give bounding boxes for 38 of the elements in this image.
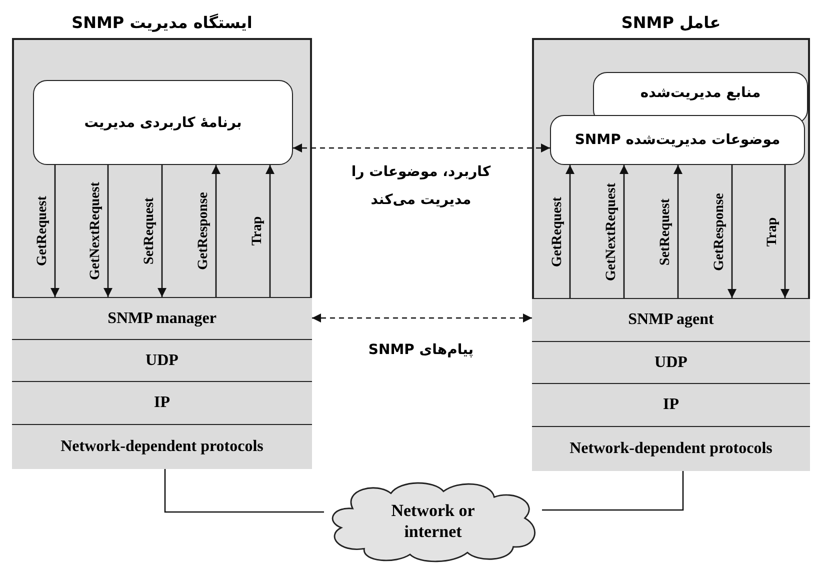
edge-label: Trap (249, 216, 266, 246)
dashed-arrow (293, 144, 550, 152)
arrow (212, 165, 220, 297)
connector-line (164, 469, 324, 513)
box-label: UDP (146, 352, 178, 370)
edge-label: GetNextRequest (87, 182, 104, 280)
box-label: موضوعات مدیریت‌شده SNMP (574, 132, 780, 148)
box-label: Network-dependent protocols (570, 440, 772, 458)
edge-label: GetRequest (34, 196, 51, 266)
station-heading: ایستگاه مدیریت SNMP (70, 12, 254, 34)
arrow (266, 165, 274, 297)
edge-label: SetRequest (141, 198, 158, 264)
box-label: IP (154, 394, 170, 412)
arrow (158, 165, 166, 297)
dashed-arrow (312, 314, 532, 322)
edge-label: Trap (764, 216, 781, 246)
arrow (620, 165, 628, 298)
box-label: UDP (654, 354, 688, 372)
arrow (566, 165, 574, 298)
station-heading: عامل SNMP (620, 12, 722, 34)
box-label: IP (663, 396, 679, 414)
edge-label: GetRequest (549, 196, 566, 266)
box-label: SNMP manager (108, 310, 216, 328)
edge-label: GetNextRequest (603, 182, 620, 280)
cloud-label: Network or internet (390, 500, 476, 542)
connector-line (542, 471, 684, 511)
edge-label: GetResponse (195, 192, 212, 270)
arrow (728, 165, 736, 298)
edge-label: GetResponse (711, 192, 728, 270)
box-label: Network-dependent protocols (60, 438, 264, 456)
edge-label: SetRequest (657, 198, 674, 265)
arrow (780, 165, 790, 298)
arrow (674, 165, 682, 298)
box-label: SNMP agent (628, 311, 714, 329)
arrow (50, 165, 60, 297)
box-label: منابع مدیریت‌شده (640, 85, 761, 101)
box-label: برنامهٔ کاربردی مدیریت (84, 114, 242, 130)
arrow (104, 165, 112, 297)
